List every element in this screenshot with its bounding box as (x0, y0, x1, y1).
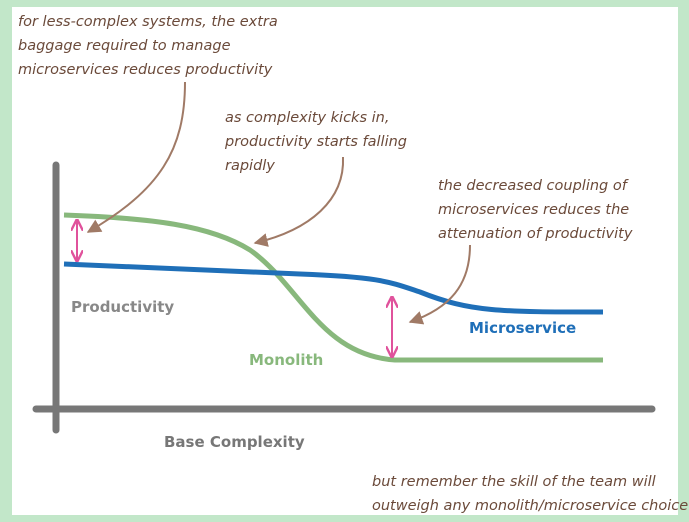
annotation-arrow-3 (408, 244, 471, 325)
microservice-label: Microservice (469, 319, 577, 337)
monolith-curve (63, 212, 603, 363)
y-axis-label: Productivity (71, 298, 175, 316)
monolith-label: Monolith (249, 351, 324, 369)
annotation-arrow-2 (253, 156, 345, 247)
annotation-complexity-kicks: as complexity kicks in, productivity sta… (225, 110, 408, 174)
annotation-decreased-coupling: the decreased coupling of microservices … (438, 178, 633, 242)
annotation-arrow-1 (86, 81, 186, 233)
microservice-curve (63, 261, 604, 315)
diagram-panel (12, 7, 678, 515)
annotation-low-complexity: for less-complex systems, the extra bagg… (18, 14, 278, 78)
x-axis-label: Base Complexity (164, 433, 305, 451)
annotation-team-skill: but remember the skill of the team will … (372, 474, 689, 514)
